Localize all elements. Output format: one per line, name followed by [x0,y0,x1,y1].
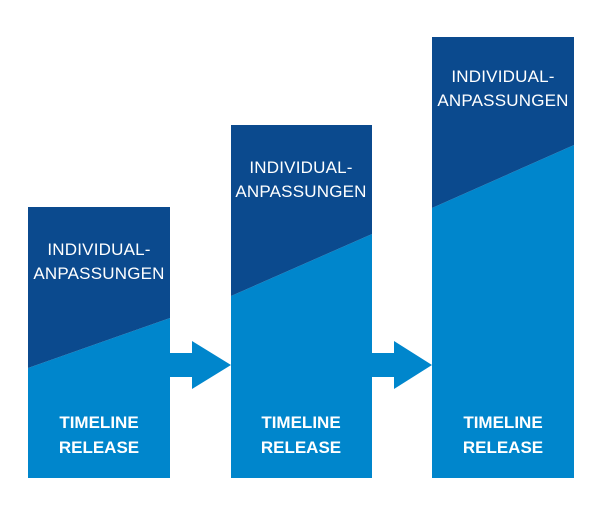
column-3-timeline-label-line1: TIMELINE [463,413,542,432]
column-1-individual-label-line2: ANPASSUNGEN [33,264,164,283]
column-2: INDIVIDUAL- ANPASSUNGEN TIMELINE RELEASE [231,125,372,478]
column-3-individual-label-line2: ANPASSUNGEN [437,91,568,110]
column-3-individual-label-line1: INDIVIDUAL- [451,67,554,86]
column-1-individual-label-line1: INDIVIDUAL- [47,240,150,259]
column-3-timeline-label-line2: RELEASE [463,438,543,457]
column-1: INDIVIDUAL- ANPASSUNGEN TIMELINE RELEASE [28,207,170,478]
column-2-timeline-block [231,234,372,478]
arrow-right-icon [170,341,231,389]
column-2-timeline-label-line2: RELEASE [261,438,341,457]
column-2-timeline-label-line1: TIMELINE [261,413,340,432]
arrow-right-icon [372,341,432,389]
column-3-individual-block [432,37,574,208]
column-3-timeline-block [432,145,574,478]
column-2-individual-block [231,125,372,296]
column-2-individual-label-line2: ANPASSUNGEN [235,182,366,201]
column-1-timeline-label-line2: RELEASE [59,438,139,457]
column-2-individual-label-line1: INDIVIDUAL- [249,158,352,177]
column-1-individual-block [28,207,170,368]
column-1-timeline-label-line1: TIMELINE [59,413,138,432]
column-3: INDIVIDUAL- ANPASSUNGEN TIMELINE RELEASE [432,37,574,478]
column-1-timeline-block [28,318,170,478]
